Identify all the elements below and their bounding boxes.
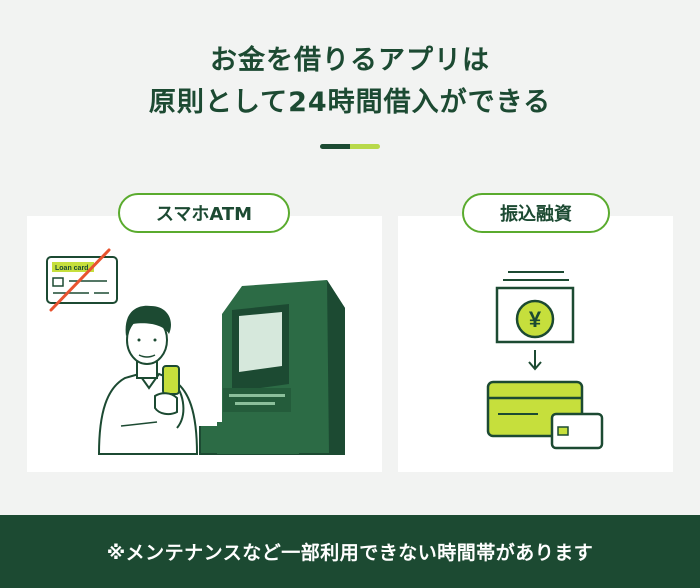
smartphone-atm-illustration: Loan card [46,248,345,455]
yen-symbol: ¥ [529,307,542,332]
footer-note: ※メンテナンスなど一部利用できない時間帯があります [0,515,700,588]
bank-transfer-illustration: ¥ [486,271,604,450]
arrow-down-icon [528,350,542,371]
smartphone-atm-label: スマホATM [118,193,290,233]
title-line-1: お金を借りるアプリは [210,45,490,76]
title-divider [320,144,380,149]
bank-transfer-label: 振込融資 [462,193,610,233]
loan-card-text: Loan card [55,265,88,272]
banknotes-icon: ¥ [495,271,575,344]
atm-machine-icon [199,280,345,455]
title-line-2: 原則として24時間借入ができる [148,87,552,118]
person-with-phone-icon [97,305,199,455]
bank-card-icon [486,380,604,450]
prohibited-strike-icon [49,248,111,312]
page-title: お金を借りるアプリは 原則として24時間借入ができる [0,40,700,124]
